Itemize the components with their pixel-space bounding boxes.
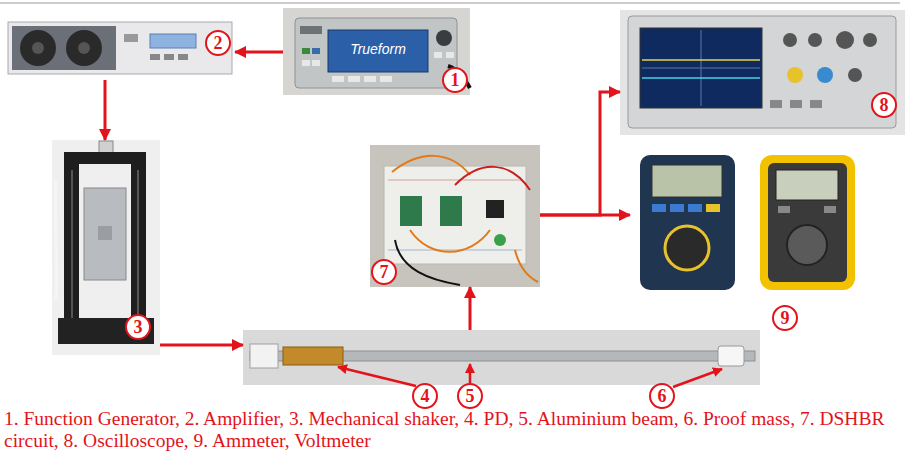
callout-number: 2: [205, 30, 231, 56]
callout-number: 9: [772, 305, 798, 331]
callout-number: 1: [442, 67, 468, 93]
signal-arrow: [540, 92, 620, 215]
leader-arrow: [338, 367, 416, 386]
callout-number: 4: [412, 383, 438, 409]
callout-number: 7: [371, 259, 397, 285]
circuit-photo: [370, 145, 540, 287]
equipment-panel: 2: [5, 15, 235, 80]
amplifier-photo: [8, 22, 232, 74]
callout-number: 3: [125, 314, 151, 340]
function-generator-photo: [283, 8, 470, 95]
equipment-panel: 8: [620, 10, 905, 135]
multimeters-photo: [640, 155, 855, 290]
screen-text: Trueform: [328, 41, 428, 57]
signal-arrow: [469, 287, 472, 330]
top-rule: [0, 3, 900, 4]
signal-arrow: [104, 80, 107, 140]
figure-caption: 1. Function Generator, 2. Amplifier, 3. …: [4, 408, 909, 452]
mechanical-shaker-photo: [52, 140, 160, 355]
beam-photo: [243, 330, 760, 385]
leader-arrow: [673, 369, 722, 387]
callout-number: 5: [457, 383, 483, 409]
signal-arrow: [540, 214, 630, 217]
callout-number: 8: [871, 92, 897, 118]
leader-arrow: [469, 364, 472, 383]
equipment-panel: 456: [243, 330, 760, 385]
callout-number: 6: [649, 383, 675, 409]
oscilloscope-photo: [620, 10, 905, 135]
equipment-panel: 9: [630, 150, 880, 295]
signal-arrow: [235, 51, 283, 54]
signal-arrow: [160, 344, 243, 347]
equipment-panel: 7: [370, 145, 540, 287]
equipment-panel: 3: [52, 140, 160, 355]
